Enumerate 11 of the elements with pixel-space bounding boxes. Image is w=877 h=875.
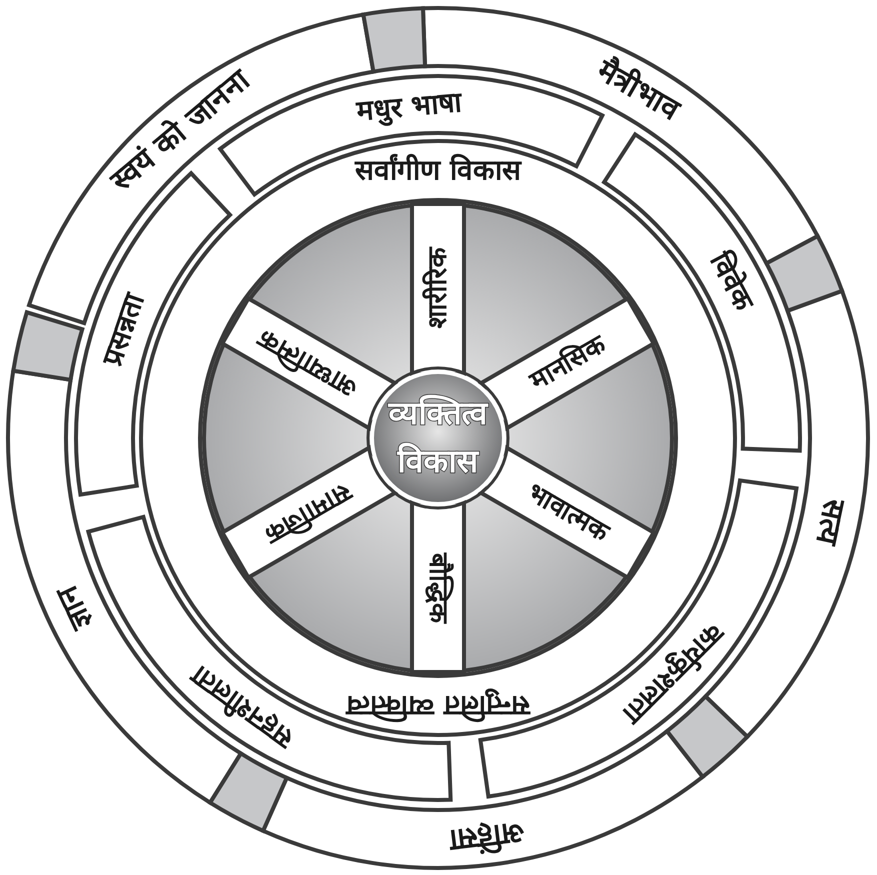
spoke-label: बौद्धिक	[423, 553, 453, 623]
segment-label: विवेक	[703, 247, 761, 316]
band-label: सन्तुलित व्यक्तित्व	[346, 690, 530, 722]
segment-label: अहिंसा	[448, 814, 526, 858]
hub-label: व्यक्तित्व विकास	[388, 394, 488, 480]
segment-label: प्रसन्नता	[96, 289, 151, 370]
band-label: सर्वांगीण विकास	[355, 154, 521, 186]
segment-label: ज्ञान	[49, 580, 100, 635]
segment-label: सत्य	[808, 496, 852, 548]
segment-label: मधुर भाषा	[355, 85, 463, 128]
spoke-label: शारीरिक	[423, 248, 453, 328]
